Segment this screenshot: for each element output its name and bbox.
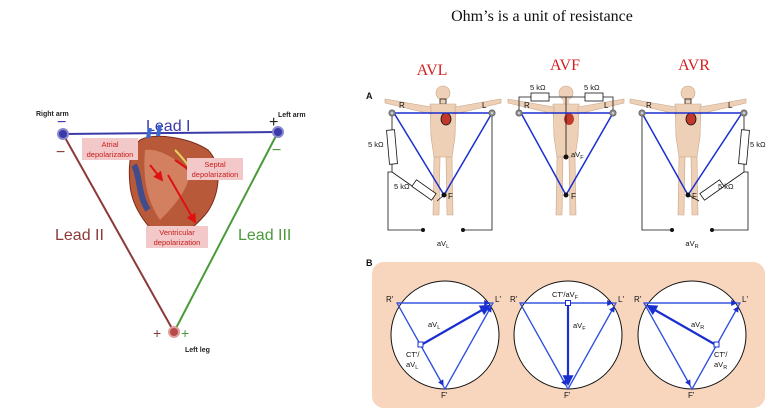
left-leg-plus-lead3: +: [181, 325, 189, 341]
avl-vector: [420, 304, 491, 346]
svg-text:5 kΩ: 5 kΩ: [368, 140, 384, 149]
svg-text:F: F: [571, 192, 576, 201]
avr-resistor-2: [699, 179, 725, 201]
svg-text:L': L': [742, 295, 748, 304]
svg-text:R: R: [399, 101, 405, 110]
svg-text:CT'/aVF: CT'/aVF: [552, 290, 579, 301]
avr-electrode-r: [638, 109, 646, 117]
avr-lines: R L F 5 kΩ 5 kΩ aVR: [638, 101, 766, 250]
svg-text:aVF: aVF: [573, 321, 586, 332]
svg-text:CT'/: CT'/: [406, 350, 420, 359]
avr-electrode-l: [740, 109, 748, 117]
panel-b-letter: B: [366, 258, 373, 268]
svg-text:aVL: aVL: [428, 320, 440, 331]
left-arm-electrode: [272, 126, 284, 138]
svg-text:F': F': [564, 391, 571, 400]
svg-text:Septal: Septal: [204, 160, 226, 169]
svg-text:F': F': [441, 391, 448, 400]
svg-text:aVR: aVR: [685, 239, 698, 250]
svg-text:aVL: aVL: [406, 360, 418, 371]
left-leg-electrode: [168, 326, 180, 338]
svg-text:Atrial: Atrial: [101, 140, 118, 149]
svg-text:aVR: aVR: [714, 360, 727, 371]
svg-text:L: L: [482, 101, 487, 110]
avf-title: AVF: [550, 57, 580, 74]
lead-3-label: Lead III: [238, 227, 291, 244]
avr-resistor-1: [738, 129, 750, 165]
svg-text:CT'/: CT'/: [714, 350, 728, 359]
svg-text:depolarization: depolarization: [154, 238, 201, 247]
svg-text:F': F': [688, 391, 695, 400]
svg-text:L': L': [495, 295, 501, 304]
lead-2-label: Lead II: [55, 227, 104, 244]
avr-vector: [646, 304, 717, 346]
svg-text:aVR: aVR: [691, 320, 704, 331]
svg-text:R: R: [524, 101, 530, 110]
ventricular-arrow: [167, 174, 196, 224]
left-arm-label: Left arm: [278, 112, 306, 119]
svg-text:5 kΩ: 5 kΩ: [718, 182, 734, 191]
avf-circuit: R L F 5 kΩ 5 kΩ aVF: [507, 83, 625, 216]
right-arm-label: Right arm: [36, 111, 69, 118]
right-arm-minus: −: [57, 114, 66, 131]
avf-resistor-2: [584, 92, 604, 102]
avf-resistor-1: [530, 92, 550, 102]
svg-text:R': R': [386, 295, 394, 304]
avf-electrode-l: [609, 109, 617, 117]
avf-electrode-r: [515, 109, 523, 117]
svg-text:5 kΩ: 5 kΩ: [394, 182, 410, 191]
vector-circle-avl: R' L' F' aVL CT'/ aVL: [386, 280, 501, 400]
svg-text:R: R: [646, 101, 652, 110]
svg-text:L: L: [604, 101, 609, 110]
svg-text:L: L: [728, 101, 733, 110]
svg-text:R': R': [634, 295, 642, 304]
svg-text:depolarization: depolarization: [192, 170, 239, 179]
atrial-depolarization-label: Atrial depolarization: [82, 138, 138, 160]
page-caption: Ohm’s is a unit of resistance: [451, 8, 633, 25]
svg-text:F: F: [448, 192, 453, 201]
ventricular-depolarization-label: Ventricular depolarization: [146, 226, 208, 248]
svg-text:aVF: aVF: [571, 150, 584, 161]
right-arm-lead2-minus: −: [56, 144, 65, 161]
svg-text:5 kΩ: 5 kΩ: [584, 83, 600, 92]
lead-1-label: Lead I: [146, 118, 190, 135]
left-arm-lead3-minus: −: [272, 142, 281, 159]
lead-1-line: [62, 131, 279, 135]
left-arm-plus: +: [269, 114, 278, 131]
avl-lines: R L F 5 kΩ 5 kΩ aVL: [368, 101, 496, 250]
svg-text:Ventricular: Ventricular: [159, 228, 195, 237]
lead-2-line: [62, 133, 175, 333]
avr-title: AVR: [678, 57, 710, 74]
avl-resistor-2: [411, 179, 437, 201]
svg-text:5 kΩ: 5 kΩ: [750, 140, 766, 149]
left-leg-plus-lead2: +: [153, 325, 161, 341]
svg-text:aVL: aVL: [437, 239, 449, 250]
avl-electrode-r: [388, 109, 396, 117]
avl-resistor-1: [386, 129, 398, 165]
einthoven-diagram: Right arm Left arm Left leg − + − − + + …: [36, 111, 306, 354]
avl-electrode-l: [488, 109, 496, 117]
panel-a-letter: A: [366, 91, 373, 101]
svg-text:L': L': [618, 295, 624, 304]
vector-circle-avr: R' L' F' aVR CT'/ aVR: [634, 280, 748, 400]
atrial-arrow: [149, 164, 164, 182]
svg-text:F: F: [692, 192, 697, 201]
svg-text:5 kΩ: 5 kΩ: [530, 83, 546, 92]
right-arm-electrode: [57, 128, 69, 140]
septal-depolarization-label: Septal depolarization: [187, 158, 243, 180]
vector-circle-avf: R' L' F' CT'/aVF aVF: [510, 280, 624, 400]
svg-text:R': R': [510, 295, 518, 304]
lead-3-line: [173, 131, 279, 333]
avl-title: AVL: [417, 62, 448, 79]
left-leg-label: Left leg: [185, 347, 210, 354]
svg-text:depolarization: depolarization: [87, 150, 134, 159]
